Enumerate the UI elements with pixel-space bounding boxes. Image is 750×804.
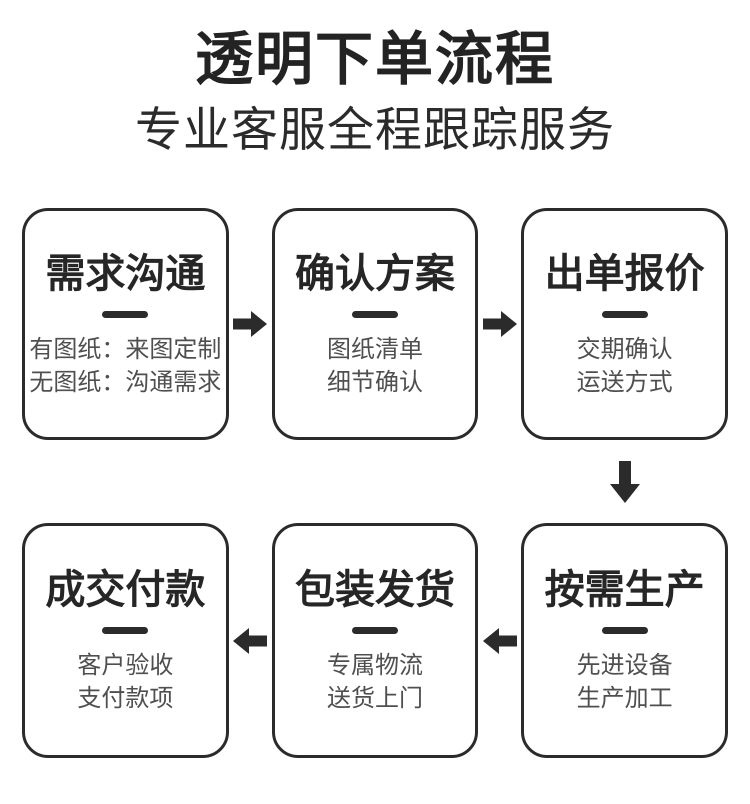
step-detail-line: 专属物流 xyxy=(326,652,423,679)
step-detail-line: 送货上门 xyxy=(326,685,423,712)
step-demand-communication: 需求沟通 有图纸：来图定制 无图纸：沟通需求 xyxy=(22,208,229,440)
step-confirm-plan: 确认方案 图纸清单 细节确认 xyxy=(271,208,479,440)
arrow-left-icon xyxy=(478,523,521,758)
step-title: 出单报价 xyxy=(544,251,705,296)
step-detail-line: 运送方式 xyxy=(576,368,673,396)
step-title: 确认方案 xyxy=(294,251,455,296)
step-packaging-shipping: 包装发货 专属物流 送货上门 xyxy=(271,523,479,758)
step-detail-line: 支付款项 xyxy=(77,685,174,712)
step-detail-line: 客户验收 xyxy=(77,652,174,679)
step-title: 按需生产 xyxy=(544,568,705,612)
arrow-right-icon xyxy=(229,208,272,440)
separator-dash xyxy=(102,310,149,318)
step-issue-quote: 出单报价 交期确认 运送方式 xyxy=(521,208,728,440)
header: 透明下单流程 专业客服全程跟踪服务 xyxy=(0,0,750,158)
separator-dash xyxy=(351,627,398,634)
step-detail-line: 细节确认 xyxy=(326,368,423,396)
step-detail-line: 先进设备 xyxy=(576,652,673,679)
arrow-right-icon xyxy=(478,208,521,440)
step-production-on-demand: 按需生产 先进设备 生产加工 xyxy=(521,523,728,758)
arrow-left-icon xyxy=(229,523,272,758)
step-title: 包装发货 xyxy=(294,568,455,612)
arrow-down-icon xyxy=(521,440,728,523)
step-detail-line: 有图纸：来图定制 xyxy=(29,335,222,363)
step-deal-payment: 成交付款 客户验收 支付款项 xyxy=(22,523,229,758)
separator-dash xyxy=(102,627,149,634)
step-title: 需求沟通 xyxy=(45,251,206,296)
step-detail-line: 无图纸：沟通需求 xyxy=(29,368,222,396)
separator-dash xyxy=(351,310,398,318)
step-detail-line: 交期确认 xyxy=(576,335,673,363)
separator-dash xyxy=(601,310,648,318)
step-title: 成交付款 xyxy=(45,568,206,612)
step-detail-line: 生产加工 xyxy=(576,685,673,712)
page-title: 透明下单流程 xyxy=(194,27,555,92)
page-subtitle: 专业客服全程跟踪服务 xyxy=(135,103,615,156)
separator-dash xyxy=(601,627,648,634)
process-flow: 需求沟通 有图纸：来图定制 无图纸：沟通需求 确认方案 图纸清单 细节确认 出单… xyxy=(22,208,728,758)
step-detail-line: 图纸清单 xyxy=(326,335,423,363)
